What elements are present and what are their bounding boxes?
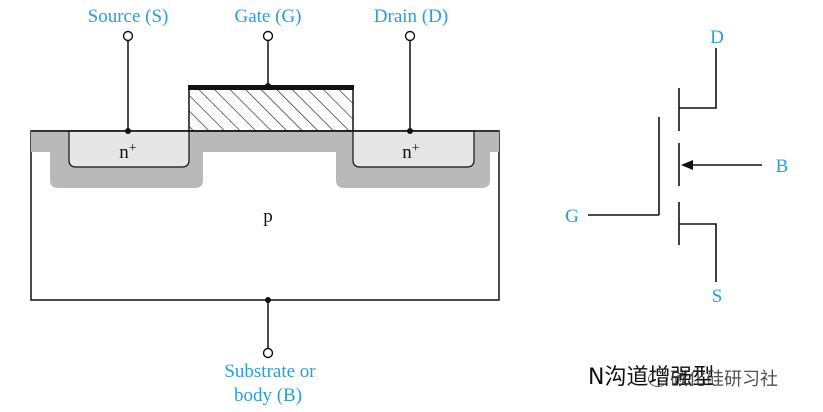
nmos-enhancement-symbol [588,48,762,282]
source-contact-dot [125,128,131,134]
body-contact-dot [265,297,271,303]
symbol-drain-label: D [710,27,724,48]
wechat-icon [648,371,668,387]
substrate-label-line1: Substrate or [224,361,316,382]
gate-electrode [188,87,354,132]
gate-label: Gate (G) [235,6,302,27]
symbol-body-label: B [776,156,789,177]
gate-terminal [262,30,274,42]
drain-terminal [404,30,416,42]
drain-n-plus-region [352,130,475,168]
symbol-drain-lead [679,48,717,109]
source-label: Source (S) [88,6,169,27]
symbol-source-label: S [712,286,723,307]
symbol-source-lead [679,223,717,282]
gate-metal-contact [188,85,354,90]
drain-contact-dot [407,128,413,134]
wechat-watermark: 碳化硅研习社 [648,365,778,391]
source-n-plus-region [68,130,190,168]
symbol-gate-label: G [565,206,579,227]
body-terminal [262,347,274,359]
substrate-label-line2: body (B) [234,385,302,406]
source-terminal [122,30,134,42]
substrate-region-label: p [263,206,273,227]
drain-label: Drain (D) [374,6,448,27]
gate-contact-dot [265,83,271,89]
mosfet-cross-section: Source (S) Gate (G) Drain (D) Substrate … [30,6,500,406]
symbol-body-arrow-icon [681,160,693,170]
watermark-text: 碳化硅研习社 [670,369,778,390]
